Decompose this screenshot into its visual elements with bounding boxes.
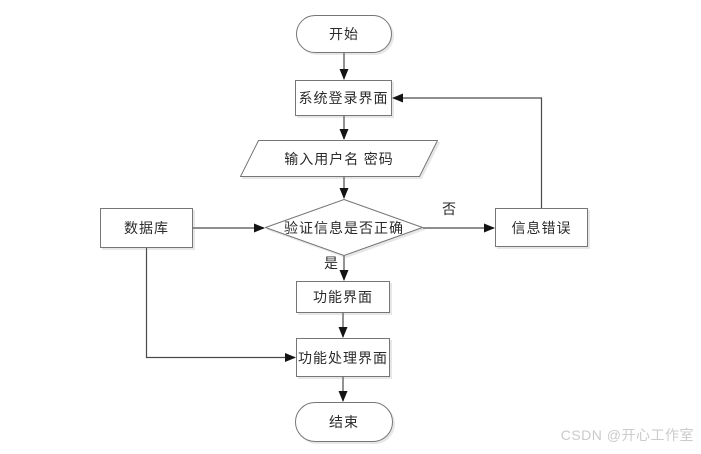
flowchart-node-function: 功能界面 — [296, 281, 390, 313]
flowchart-node-decision: 验证信息是否正确 — [265, 199, 423, 256]
flowchart-node-process: 功能处理界面 — [296, 338, 390, 377]
flowchart-node-database: 数据库 — [100, 208, 193, 248]
edge-label-no: 否 — [442, 203, 456, 218]
flowchart-node-error: 信息错误 — [495, 208, 588, 247]
node-process-label: 功能处理界面 — [298, 351, 388, 367]
watermark-text: CSDN @开心工作室 — [560, 427, 694, 443]
flowchart-node-login: 系统登录界面 — [295, 80, 392, 116]
node-function-label: 功能界面 — [313, 291, 373, 306]
node-database-label: 数据库 — [124, 222, 169, 237]
node-start-label: 开始 — [329, 28, 359, 43]
diamond-shape — [265, 199, 423, 256]
node-input-label: 输入用户名 密码 — [284, 152, 394, 168]
edge-error-login — [392, 93, 543, 208]
flowchart-node-start: 开始 — [296, 15, 392, 53]
node-decision-label: 验证信息是否正确 — [284, 221, 404, 237]
node-error-label: 信息错误 — [511, 221, 572, 237]
node-end-label: 结束 — [329, 416, 359, 431]
flowchart-node-input: 输入用户名 密码 — [240, 140, 438, 177]
parallelogram-shape — [240, 140, 438, 177]
edge-label-yes: 是 — [324, 257, 338, 272]
node-login-label: 系统登录界面 — [298, 92, 389, 107]
edge-database-process — [145, 248, 296, 362]
flowchart-node-end: 结束 — [295, 402, 393, 442]
